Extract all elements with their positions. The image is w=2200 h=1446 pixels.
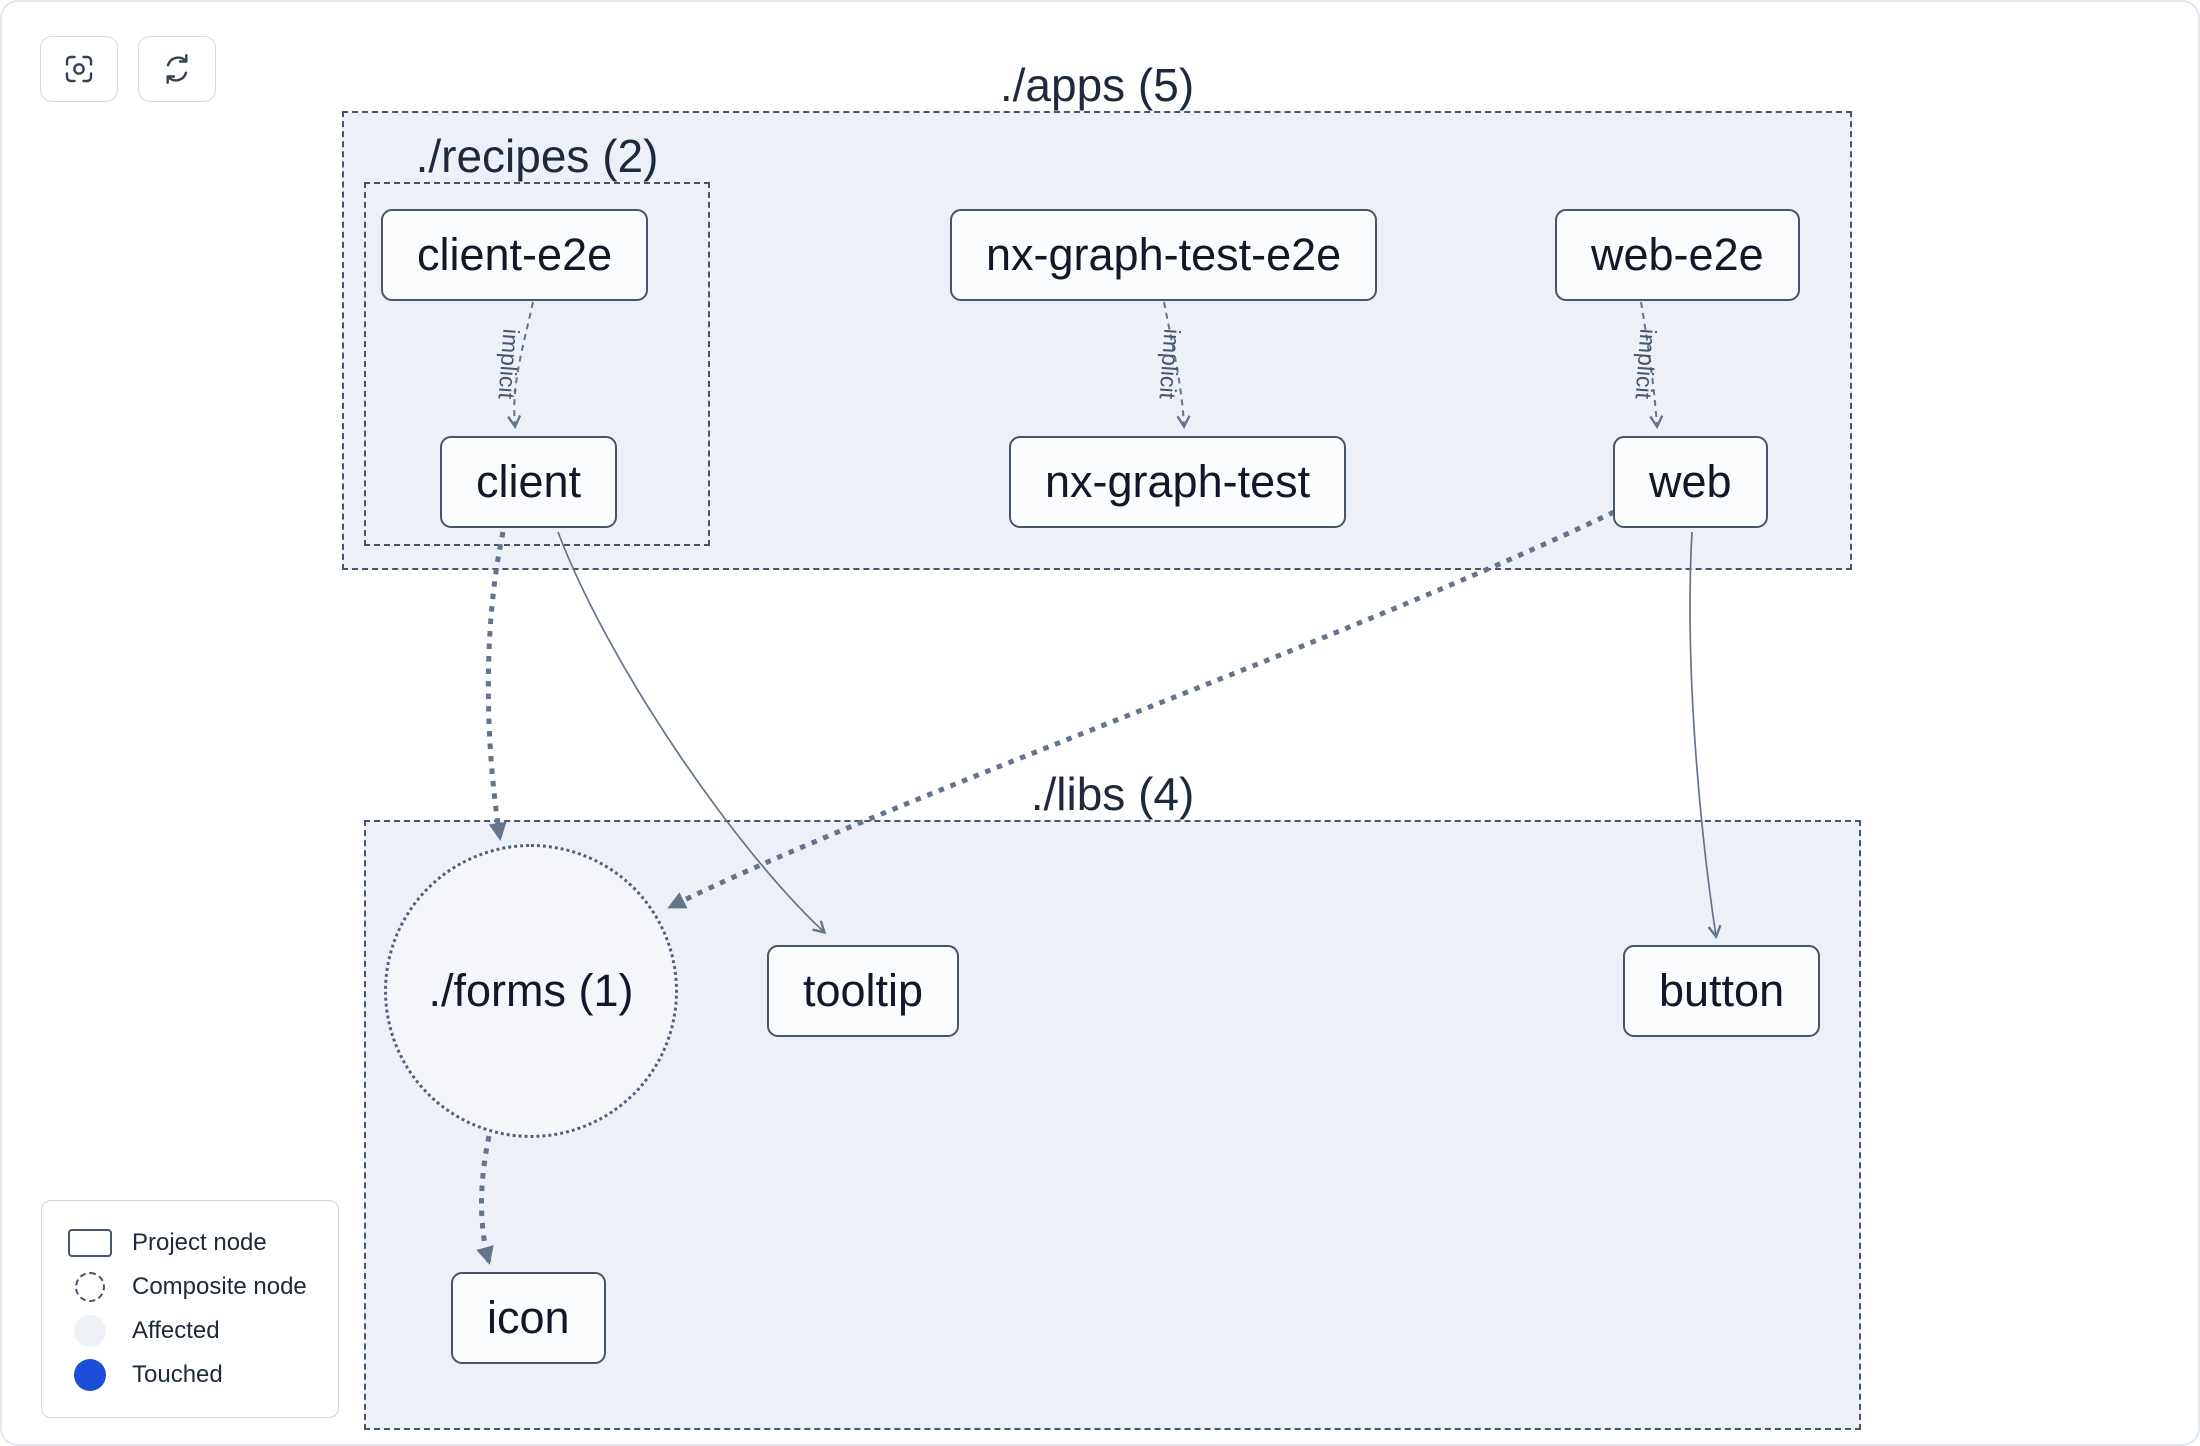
node-client[interactable]: client [440, 436, 618, 528]
affected-swatch [74, 1315, 106, 1347]
project-node-swatch [68, 1229, 112, 1257]
legend-label-project-node: Project node [132, 1229, 267, 1256]
node-client-e2e[interactable]: client-e2e [381, 209, 649, 301]
focus-button[interactable] [40, 36, 118, 102]
focus-crosshair-icon [61, 51, 97, 87]
touched-swatch [74, 1359, 106, 1391]
legend-item-touched: Touched [68, 1353, 312, 1397]
composite-node-swatch [75, 1272, 105, 1302]
legend-label-composite-node: Composite node [132, 1273, 307, 1300]
legend-label-touched: Touched [132, 1361, 223, 1388]
legend-item-composite-node: Composite node [68, 1265, 312, 1309]
group-libs-label: ./libs (4) [1030, 768, 1195, 820]
composite-node-forms[interactable]: ./forms (1) [384, 844, 678, 1138]
node-web-e2e[interactable]: web-e2e [1555, 209, 1800, 301]
legend: Project node Composite node Affected Tou… [41, 1200, 339, 1418]
legend-item-affected: Affected [68, 1309, 312, 1353]
refresh-icon [159, 51, 195, 87]
group-recipes-label: ./recipes (2) [415, 130, 659, 182]
composite-node-forms-label: ./forms (1) [428, 965, 634, 1016]
refresh-button[interactable] [138, 36, 216, 102]
node-nx-graph-test-e2e[interactable]: nx-graph-test-e2e [950, 209, 1378, 301]
node-nx-graph-test[interactable]: nx-graph-test [1009, 436, 1347, 528]
legend-item-project-node: Project node [68, 1221, 312, 1265]
legend-label-affected: Affected [132, 1317, 220, 1344]
group-recipes [364, 182, 710, 546]
toolbar [40, 36, 216, 102]
node-button[interactable]: button [1623, 945, 1821, 1037]
group-apps-label: ./apps (5) [999, 59, 1195, 111]
node-tooltip[interactable]: tooltip [767, 945, 960, 1037]
node-web[interactable]: web [1613, 436, 1768, 528]
node-icon[interactable]: icon [451, 1272, 606, 1364]
